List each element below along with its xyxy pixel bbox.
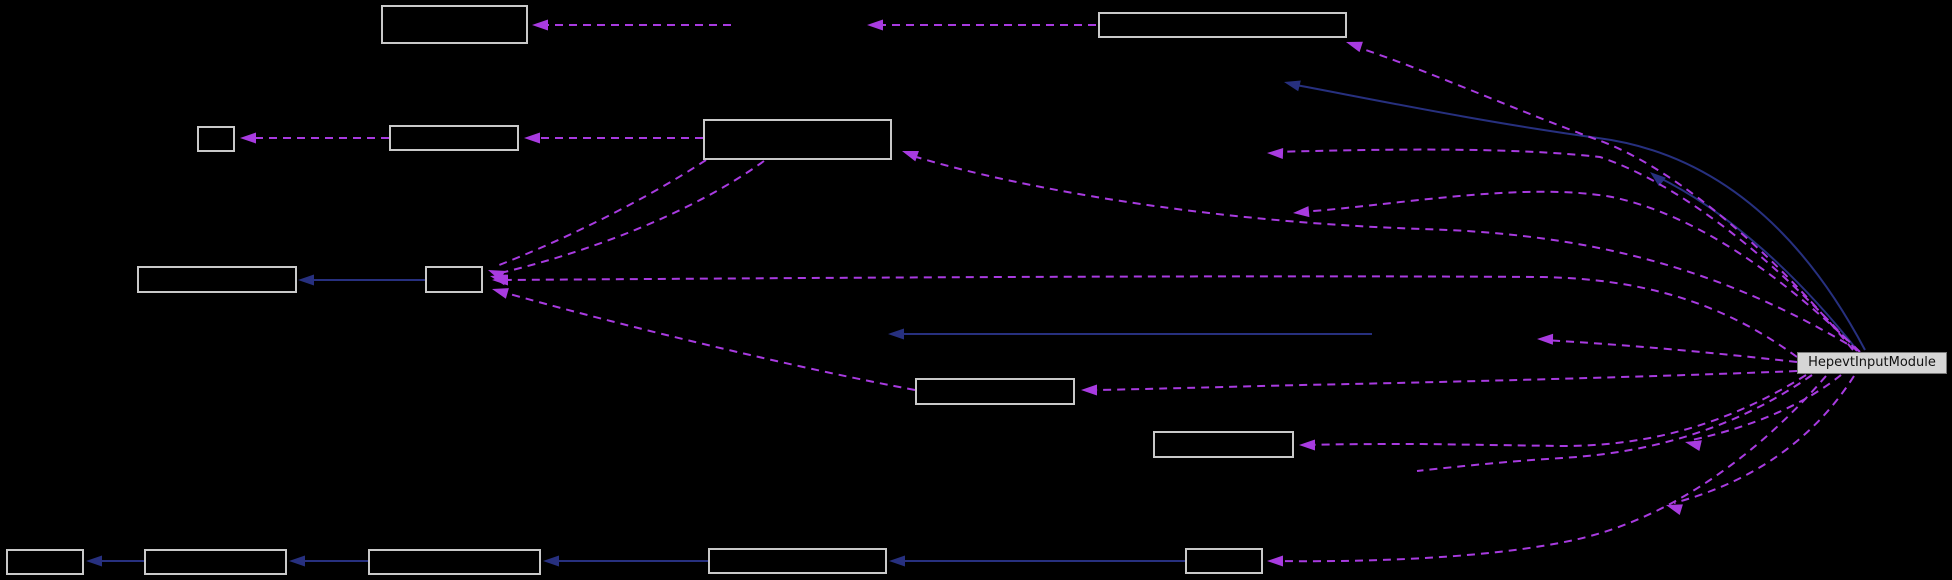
arrowhead-s-focus-topsweep <box>1284 80 1301 92</box>
arrowhead-s-long-middle <box>888 328 904 340</box>
arrowhead-d-focus-to-row2lg <box>902 151 919 162</box>
graph-edge-d-focus-tail <box>1416 374 1813 472</box>
arrowhead-d-focus-to-lowermid <box>1081 384 1097 396</box>
arrowhead-d-focus-flat-left <box>1537 333 1554 345</box>
graph-edge-d-focus-to-lowerright <box>1305 374 1807 448</box>
graph-edge-d-focus-fan-1 <box>1273 148 1858 352</box>
arrowhead-d-row2lg-to-hub-b <box>490 274 507 286</box>
arrowhead-d-row2lg-to-mid <box>524 132 540 144</box>
graph-node-n-bottom-5[interactable] <box>1185 548 1263 574</box>
graph-node-n-bottom-4[interactable] <box>708 548 887 574</box>
graph-edge-d-lowermid-to-hub <box>498 290 916 391</box>
graph-node-n-bottom-2[interactable] <box>144 549 287 575</box>
graph-node-n-mid-hub[interactable] <box>425 266 483 293</box>
graph-node-n-lower-mid[interactable] <box>915 378 1075 405</box>
arrowhead-d-lowermid-to-hub <box>492 288 509 299</box>
graph-node-n-mid-left[interactable] <box>137 266 297 293</box>
graph-edge-d-focus-to-row2lg <box>909 154 1860 352</box>
graph-node-n-row2-mid[interactable] <box>389 125 519 151</box>
graph-node-n-row2-small[interactable] <box>197 126 235 152</box>
graph-node-n-row2-large[interactable] <box>703 119 892 160</box>
arrowhead-d-focus-short-1 <box>1685 440 1702 451</box>
arrowhead-d-topright-out <box>867 19 883 31</box>
graph-edge-d-row2lg-to-hub-a <box>493 159 707 268</box>
graph-edge-d-focus-fan-2 <box>1299 190 1861 353</box>
graph-node-n-lower-right[interactable] <box>1153 431 1294 458</box>
graph-node-n-bottom-3[interactable] <box>368 549 541 575</box>
graph-edge-d-focus-to-topright <box>1353 45 1854 351</box>
graph-edge-d-focus-short-2 <box>1673 375 1855 504</box>
graph-edge-d-row2lg-to-hub-b <box>495 160 765 275</box>
graph-edge-s-focus-topsweep <box>1290 83 1866 351</box>
arrowhead-d-focus-fan-1 <box>1267 148 1284 160</box>
graph-node-n-top-left[interactable] <box>381 5 528 44</box>
graph-edge-d-focus-to-bot5 <box>1273 375 1827 563</box>
graph-edge-d-focus-to-hub <box>498 275 1798 358</box>
arrowhead-s-bot5-to-bot4 <box>889 555 905 567</box>
arrowhead-s-hub-to-midleft <box>298 274 314 286</box>
arrowhead-s-bot4-to-bot3 <box>543 555 559 567</box>
graph-edge-s-focus-upleft <box>1655 175 1858 351</box>
graph-edge-d-focus-flat-left <box>1543 339 1798 363</box>
graph-node-n-top-right[interactable] <box>1098 12 1347 38</box>
arrowhead-s-focus-upleft <box>1650 172 1666 187</box>
arrowhead-d-row2mid-to-small <box>240 132 256 144</box>
arrowhead-d-to-topleft <box>532 19 548 31</box>
arrowhead-d-focus-to-topright <box>1346 41 1363 53</box>
arrowhead-s-bot3-to-bot2 <box>289 555 305 567</box>
arrowhead-d-focus-short-2 <box>1666 504 1683 515</box>
graph-node-n-bottom-1[interactable] <box>6 549 84 575</box>
arrowhead-d-focus-fan-2 <box>1293 206 1310 218</box>
graph-node-hepevtinputmodule[interactable]: HepevtInputModule <box>1797 352 1947 374</box>
graph-edge-d-focus-short-1 <box>1691 374 1842 441</box>
arrowhead-d-focus-to-lowerright <box>1299 439 1315 451</box>
graph-edge-d-focus-to-lowermid <box>1087 370 1798 391</box>
arrowhead-d-focus-to-bot5 <box>1267 555 1283 567</box>
arrowhead-s-bot2-to-bot1 <box>86 555 102 567</box>
